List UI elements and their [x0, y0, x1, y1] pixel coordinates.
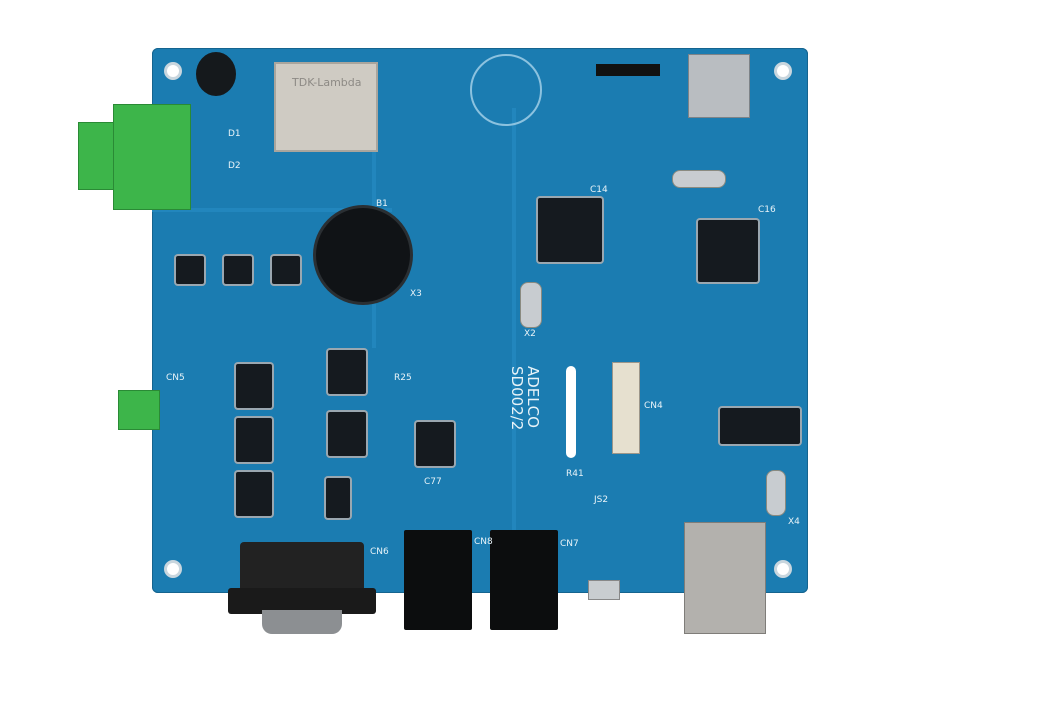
terminal-block: [113, 104, 191, 210]
board-slot: [566, 366, 576, 458]
silkscreen-label: CN4: [644, 401, 663, 411]
ffc-connector: [612, 362, 640, 454]
silkscreen-label: D2: [228, 161, 241, 171]
terminal-block-small: [118, 390, 160, 430]
soic-chip: [236, 364, 272, 408]
brand-label: TDK-Lambda: [292, 76, 362, 89]
rj-jack: [404, 530, 472, 630]
db9-flange: [228, 588, 376, 614]
trace: [512, 108, 516, 548]
crystal: [520, 282, 542, 328]
soic-chip: [416, 422, 454, 466]
ethernet-jack: [684, 522, 766, 634]
buzzer-outline: [470, 54, 542, 126]
crystal: [766, 470, 786, 516]
crystal: [672, 170, 726, 188]
silkscreen-label: CN6: [370, 547, 389, 557]
mounting-hole: [774, 62, 792, 80]
usb-connector: [588, 580, 620, 600]
pin-header: [596, 64, 660, 76]
soic-chip: [236, 472, 272, 516]
silkscreen-label: C77: [424, 477, 442, 487]
db9-shell: [262, 610, 342, 634]
mounting-hole: [774, 560, 792, 578]
db9-connector-body: [240, 542, 364, 592]
silkscreen-label: JS2: [594, 495, 609, 505]
silkscreen-label: B1: [376, 199, 388, 209]
transformer-chip: [176, 256, 204, 284]
transformer-chip: [224, 256, 252, 284]
trace: [152, 208, 392, 212]
rj-jack: [490, 530, 558, 630]
battery-holder: [316, 208, 410, 302]
soic-chip: [236, 418, 272, 462]
soic-chip: [326, 478, 350, 518]
silkscreen-model: ADELCO: [524, 366, 542, 428]
silkscreen-label: R25: [394, 373, 412, 383]
silkscreen-label: CN5: [166, 373, 185, 383]
processor-chip: [698, 220, 758, 282]
silkscreen-label: R41: [566, 469, 584, 479]
tdk-lambda-module: TDK-Lambda: [274, 62, 378, 152]
silkscreen-label: X4: [788, 517, 800, 527]
electrolytic-capacitor: [196, 52, 236, 96]
mounting-hole: [164, 560, 182, 578]
microcontroller-chip: [538, 198, 602, 262]
sd-card-slot: [688, 54, 750, 118]
soic-chip: [328, 350, 366, 394]
silkscreen-label: X3: [410, 289, 422, 299]
silkscreen-label: X2: [524, 329, 536, 339]
transformer-chip: [272, 256, 300, 284]
silkscreen-label: C14: [590, 185, 608, 195]
silkscreen-label: D1: [228, 129, 241, 139]
silkscreen-label: C16: [758, 205, 776, 215]
silkscreen-label: CN7: [560, 539, 579, 549]
soic-chip: [720, 408, 800, 444]
soic-chip: [328, 412, 366, 456]
silkscreen-label: CN8: [474, 537, 493, 547]
silkscreen-model-number: SD002/2: [508, 366, 526, 431]
mounting-hole: [164, 62, 182, 80]
